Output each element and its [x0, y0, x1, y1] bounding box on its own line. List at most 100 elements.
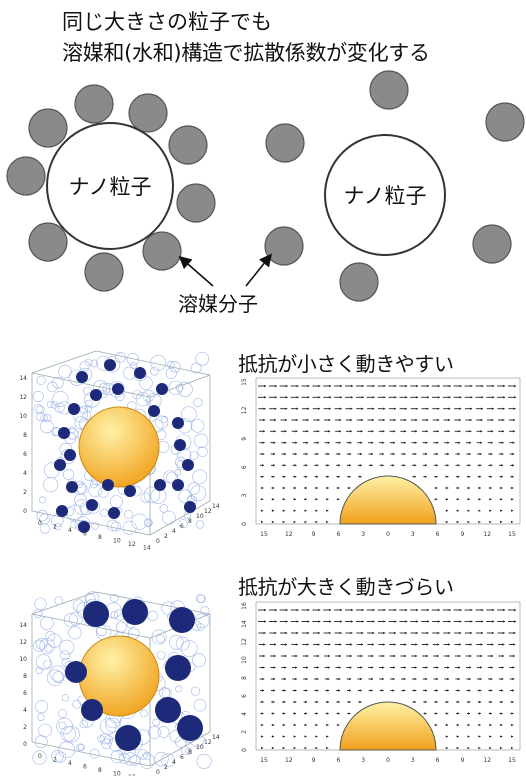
flow-vector-head	[447, 452, 450, 456]
mesh-atom	[72, 599, 85, 612]
flow-vector-head	[317, 654, 320, 658]
flow-vector-head	[382, 643, 385, 646]
z-tick-label: 10	[19, 413, 27, 420]
flow-vector-head	[316, 452, 319, 456]
flow-vector-head	[327, 452, 330, 456]
x-tick-label: 3	[411, 757, 415, 764]
x-tick-label: 8	[98, 534, 102, 541]
flow-vector-head	[372, 384, 375, 388]
solvent-molecule-label: 溶媒分子	[178, 292, 258, 316]
flow-vector-head	[500, 700, 503, 704]
mesh-atom	[156, 634, 165, 643]
flow-vector-head	[425, 677, 428, 681]
flow-vector-head	[416, 608, 419, 612]
y-tick-label: 4	[241, 712, 248, 716]
flow-vector-head	[489, 498, 492, 501]
flow-vector-head	[360, 677, 363, 681]
mesh-atom	[155, 415, 169, 429]
z-tick-label: 0	[23, 741, 27, 748]
flow-vector-head	[413, 475, 416, 478]
flow-vector-head	[470, 631, 473, 635]
flow-vector-head	[458, 654, 461, 658]
flow-vector-head	[437, 643, 440, 646]
flow-vector-head	[469, 654, 472, 658]
flow-vector-head	[283, 475, 286, 478]
flow-vector-head	[305, 486, 307, 490]
flow-vector-head	[427, 608, 429, 612]
cube-edge	[149, 500, 211, 536]
mesh-atom	[44, 643, 53, 653]
flow-vector-head	[414, 464, 417, 467]
mesh-atom	[110, 750, 124, 764]
flow-vector-head	[285, 608, 288, 612]
flow-vector-head	[490, 441, 493, 444]
flow-vector-head	[500, 520, 503, 524]
y-tick-label: 3	[241, 494, 248, 498]
flow-vector-head	[436, 452, 439, 456]
flow-vector-head	[468, 677, 471, 681]
flow-vector-head	[349, 654, 352, 658]
mesh-atom	[142, 389, 155, 402]
flow-vector-head	[467, 746, 470, 750]
flow-vector-head	[445, 746, 448, 750]
flow-vector-head	[262, 430, 265, 433]
flow-vector-head	[467, 735, 470, 738]
arrow-to-shell-molecule	[178, 255, 214, 287]
flow-vector-head	[425, 464, 427, 467]
flow-vector-head	[503, 608, 506, 612]
flow-vector-head	[304, 520, 307, 524]
solvent-molecule	[339, 262, 379, 302]
flow-vector-head	[329, 396, 332, 399]
flow-vector-head	[326, 509, 329, 512]
flow-vector-head	[383, 384, 386, 388]
nanoparticle-solvated	[46, 122, 174, 250]
flow-vector-head	[329, 384, 332, 388]
flow-vector-head	[468, 452, 471, 456]
flow-vector-head	[480, 430, 483, 433]
flow-vector-head	[413, 700, 416, 704]
flow-vector-head	[481, 396, 484, 399]
flow-vector-head	[437, 608, 440, 612]
flow-vector-head	[317, 643, 320, 646]
z-tick-label: 12	[19, 394, 27, 401]
mesh-atom	[54, 523, 62, 531]
mesh-atom	[197, 446, 208, 457]
flow-vector-head	[436, 654, 439, 658]
flow-vector-head	[501, 689, 504, 692]
flow-vector-head	[329, 620, 332, 623]
solvent-molecule	[264, 226, 304, 266]
flow-vector-head	[293, 735, 296, 738]
flow-vector-head	[382, 430, 385, 433]
title-line-2: 溶媒和(水和)構造で拡散係数が変化する	[62, 41, 430, 65]
flow-vector-head	[435, 723, 438, 727]
flow-vector-head	[371, 452, 373, 456]
flow-vector-head	[272, 464, 275, 467]
flow-vector-head	[262, 464, 264, 467]
flow-vector-head	[383, 608, 386, 612]
flow-vector-head	[360, 654, 363, 658]
flow-vector-head	[457, 475, 460, 478]
x-tick-label: 6	[83, 531, 87, 538]
flow-vector-head	[305, 712, 307, 715]
flow-vector-head	[371, 430, 374, 433]
mesh-atom	[36, 412, 46, 422]
flow-vector-head	[381, 689, 384, 692]
flow-vector-head	[512, 452, 515, 456]
mesh-atom	[187, 482, 200, 495]
flow-vector-head	[263, 407, 266, 410]
solvent-molecule	[124, 485, 136, 497]
flow-vector-head	[359, 689, 362, 692]
flow-vector-head	[283, 712, 286, 715]
flow-vector-head	[371, 418, 374, 422]
flow-vector-head	[436, 441, 439, 444]
flow-vector-head	[372, 396, 375, 399]
mesh-atom	[72, 699, 82, 709]
mesh-atom	[34, 700, 48, 714]
flow-vector-head	[490, 452, 493, 456]
flow-vector-head	[511, 509, 514, 512]
mesh-atom	[175, 383, 184, 392]
flow-vector-head	[513, 407, 516, 410]
flow-vector-head	[415, 643, 418, 646]
mesh-atom	[60, 650, 70, 661]
flow-vector-head	[457, 723, 459, 727]
